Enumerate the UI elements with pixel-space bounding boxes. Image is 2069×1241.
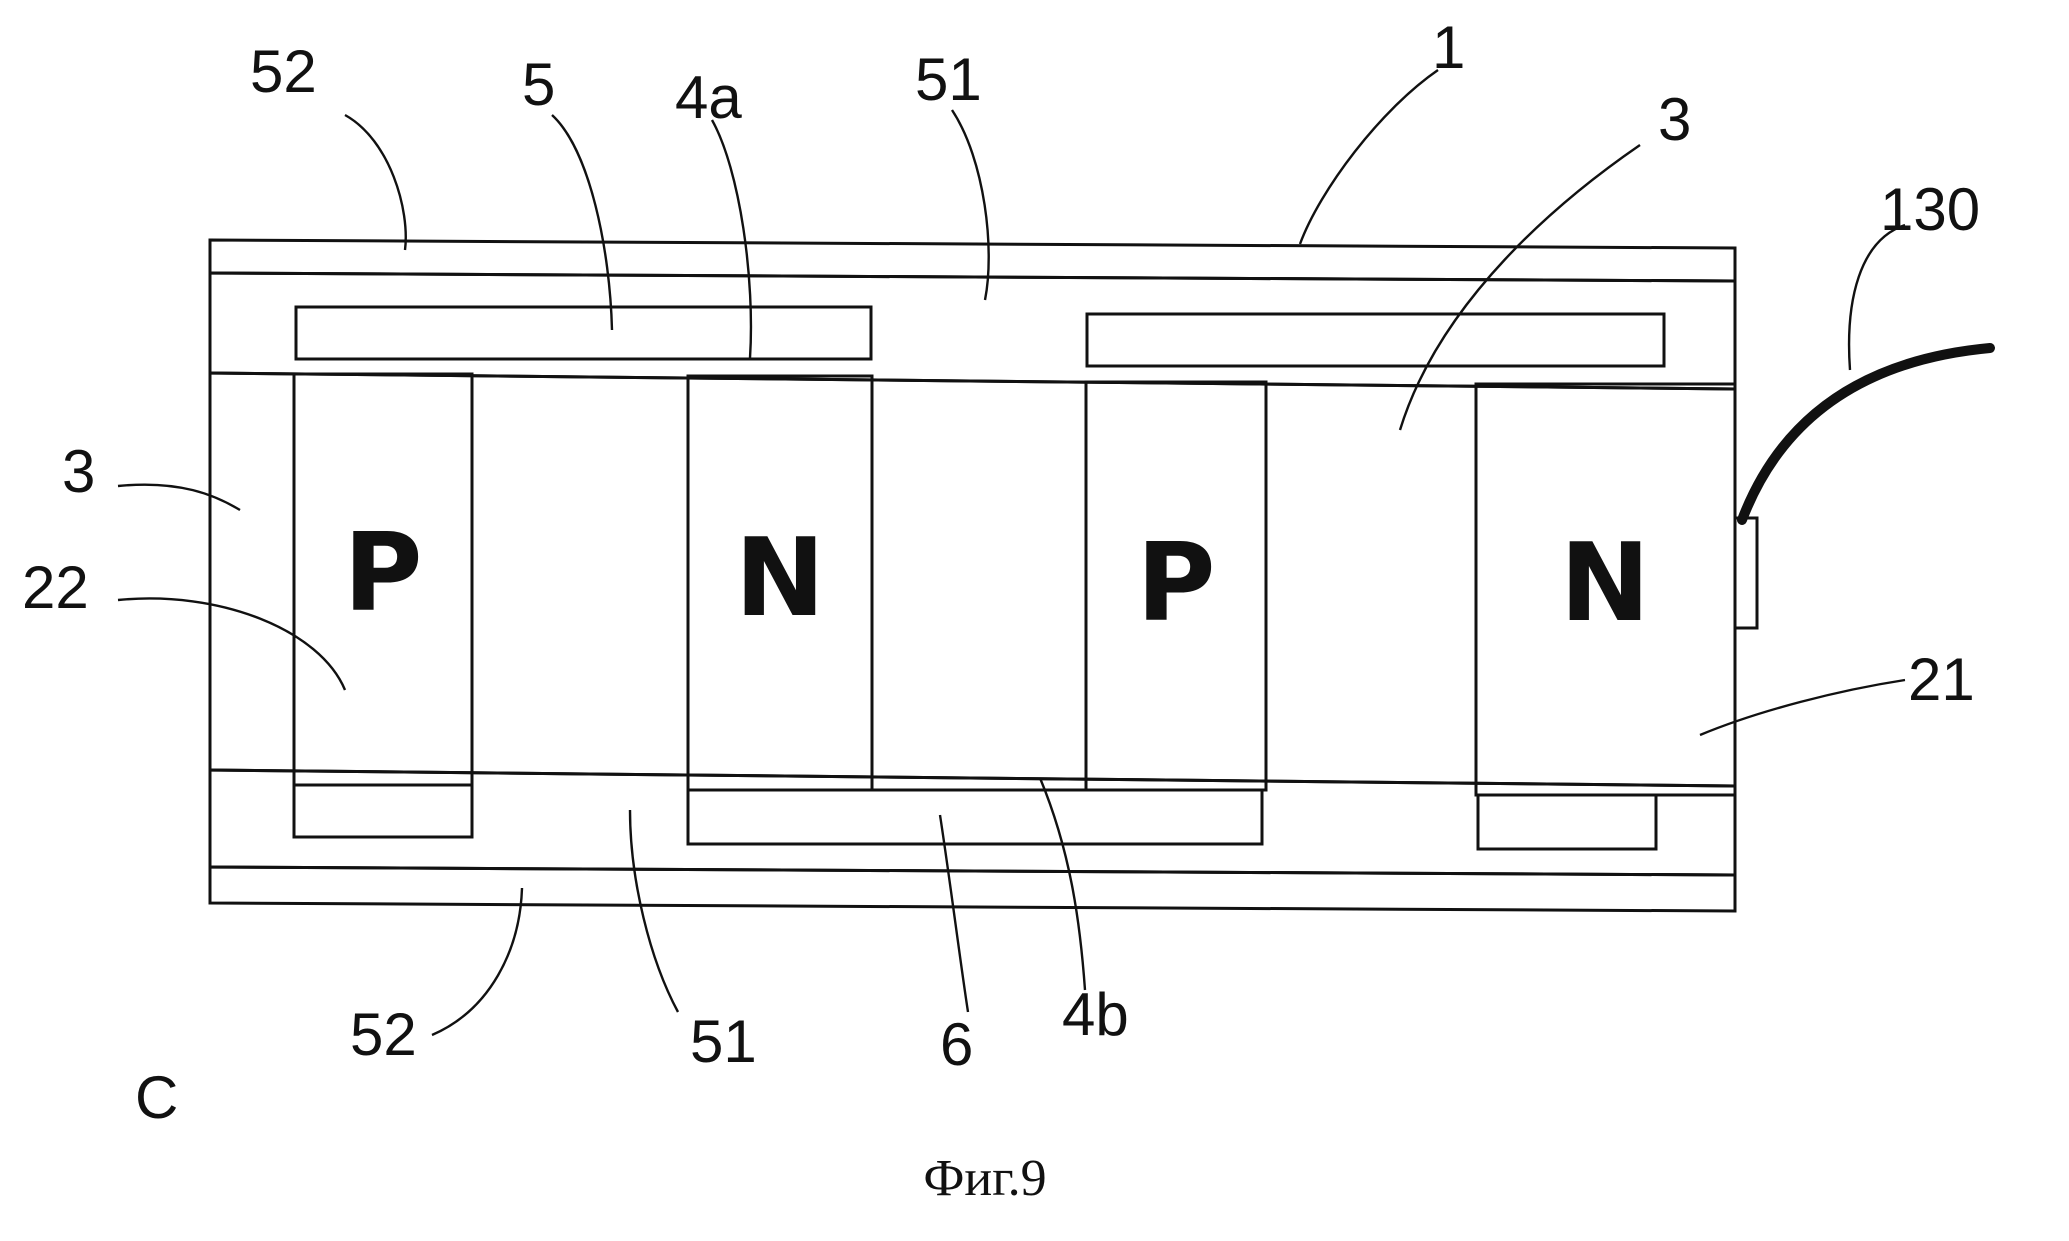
semiconductor-label-4: N [1560,521,1650,646]
bottom-substrate [210,867,1735,911]
top-resin-layer [210,273,1735,389]
leader-bond-top [712,120,751,358]
ref-substrate-bottom: 52 [350,1001,417,1068]
ref-filler-left: 3 [62,438,95,505]
ref-substrate-top: 1 [1432,14,1465,81]
leader-substrate-top [1300,70,1438,244]
leader-substrate-top-left [345,115,406,250]
ref-n-element: 21 [1908,646,1975,713]
lead-wire [1742,348,1990,520]
ref-resin-top: 51 [915,46,982,113]
lead-terminal [1735,518,1757,628]
leader-resin-top [952,110,989,300]
corner-label: C [135,1064,178,1131]
top-electrode-left [296,307,871,359]
ref-electrode-bottom: 6 [940,1011,973,1078]
leader-resin-bottom [630,810,678,1012]
semiconductor-label-2: N [735,516,825,641]
leader-n-element [1700,680,1905,735]
ref-filler-top: 3 [1658,86,1691,153]
ref-substrate-top-left: 52 [250,38,317,105]
ref-bond-top: 4a [675,64,742,131]
leader-substrate-bottom [432,888,522,1035]
semiconductor-label-3: P [1136,521,1215,646]
bottom-electrode-right [1478,795,1656,849]
leader-filler-left [118,485,240,510]
ref-resin-bottom: 51 [690,1008,757,1075]
semiconductor-label-1: P [343,511,422,636]
ref-lead-wire: 130 [1880,176,1980,243]
filler-layer [210,373,1735,786]
ref-bond-bottom: 4b [1062,981,1129,1048]
bottom-electrode-middle [688,790,1262,844]
bottom-electrode-left [294,785,472,837]
leader-electrode-top [552,115,612,330]
leader-lead-wire [1849,225,1905,370]
leader-bond-bottom [1040,778,1085,990]
leader-p-element [118,598,345,690]
ref-p-element: 22 [22,554,89,621]
figure-caption: Фиг.9 [923,1150,1046,1207]
ref-electrode-top: 5 [522,51,555,118]
top-electrode-right [1087,314,1664,366]
